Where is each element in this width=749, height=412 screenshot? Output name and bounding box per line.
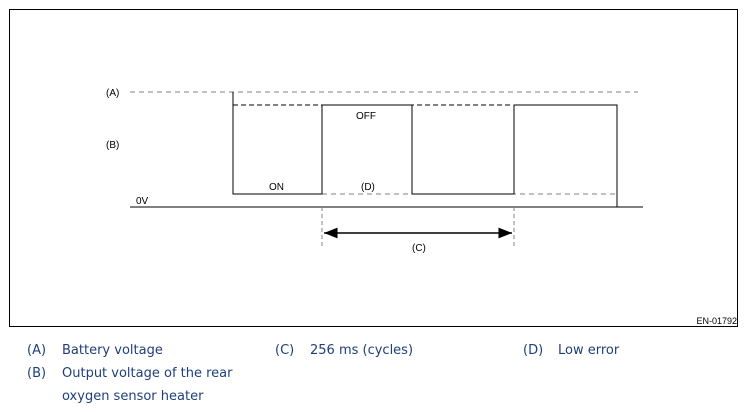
label-a: (A): [106, 88, 119, 99]
label-b: (B): [106, 140, 119, 151]
heater-output-waveform: [232, 92, 618, 207]
legend-key: (B): [27, 366, 47, 381]
label-on: ON: [269, 182, 284, 193]
legend-text: Battery voltage: [62, 343, 163, 358]
label-off: OFF: [356, 111, 376, 122]
legend-key: (C): [275, 343, 295, 358]
legend-key: (A): [27, 343, 47, 358]
legend-key: (D): [523, 343, 544, 358]
legend-text: 256 ms (cycles): [310, 343, 414, 358]
legend-item-c: (C) 256 ms (cycles): [275, 339, 495, 362]
document-code: EN-01792: [696, 316, 737, 326]
legend-item-a: (A) Battery voltage: [27, 339, 247, 362]
legend-item-d: (D) Low error: [523, 339, 723, 362]
diagram-frame: [9, 9, 738, 327]
legend-text: Output voltage of the rear oxygen sensor…: [62, 366, 233, 404]
label-d: (D): [361, 182, 375, 193]
legend-item-b: (B) Output voltage of the rear oxygen se…: [27, 362, 267, 408]
waveform-diagram: (A) (B) 0V ON OFF (D) (C): [106, 88, 643, 254]
label-zero-volt: 0V: [136, 196, 149, 207]
legend-text: Low error: [558, 343, 620, 358]
label-c: (C): [412, 243, 426, 254]
